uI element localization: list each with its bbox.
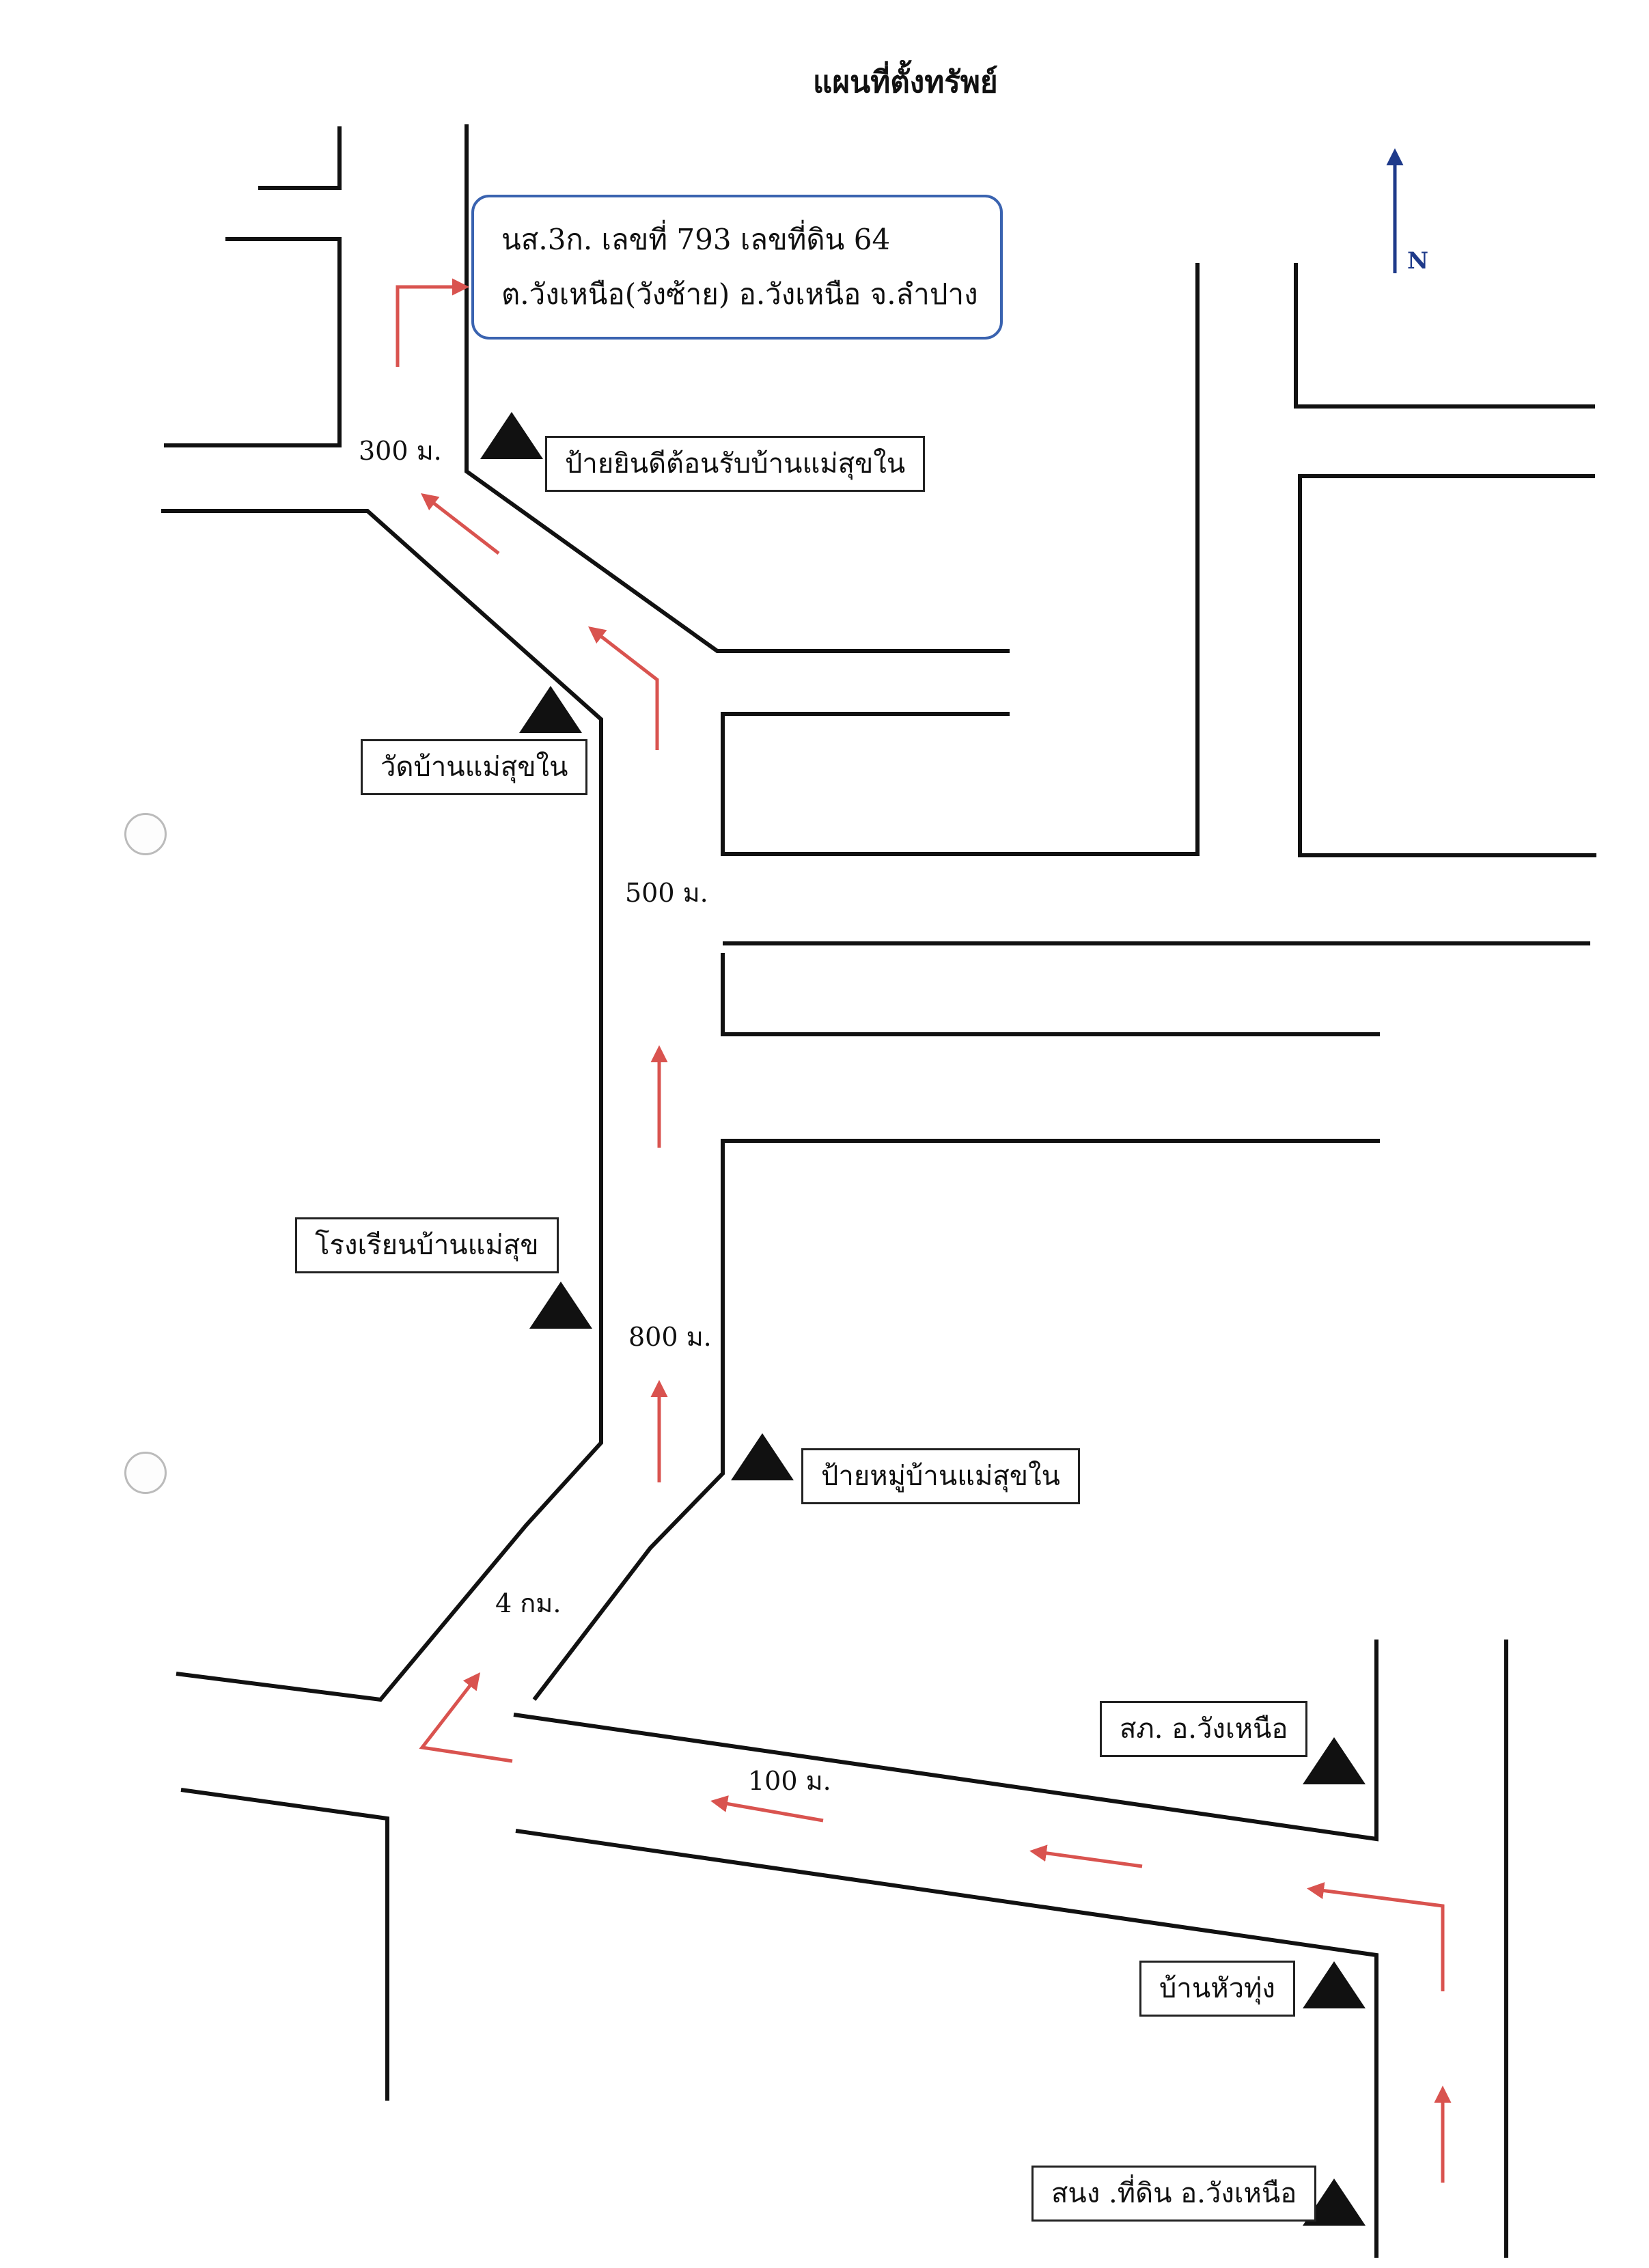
road-edge (515, 1829, 1378, 2258)
route-arrows (396, 278, 1452, 2183)
route-arrow (710, 1795, 824, 1823)
binder-hole (124, 813, 167, 855)
road-edge (532, 1139, 1380, 1701)
triangle-marker-icon (1303, 2179, 1366, 2226)
binder-hole (124, 1452, 167, 1494)
map-title: แผนที่ตั้งทรัพย์ (813, 65, 998, 100)
north-label: N (1407, 247, 1429, 275)
landmark-ban-hua-thung: บ้านหัวทุ่ง (1139, 1961, 1295, 2017)
distance-800m: 800 ม. (628, 1322, 712, 1352)
triangle-marker-icon (731, 1433, 794, 1480)
landmark-school: โรงเรียนบ้านแม่สุข (295, 1217, 559, 1273)
distance-100m: 100 ม. (748, 1766, 831, 1796)
road-edge (180, 1788, 389, 2101)
road-edge (513, 1640, 1378, 1842)
distance-4km: 4 กม. (495, 1588, 562, 1618)
landmark-temple: วัดบ้านแม่สุขใน (361, 739, 588, 795)
parcel-deed-number: นส.3ก. เลขที่ 793 เลขที่ดิน 64 (501, 223, 891, 256)
route-arrow (421, 493, 500, 555)
distance-300m: 300 ม. (359, 436, 442, 466)
road-edge (161, 509, 603, 1702)
road-edge (721, 953, 1380, 1036)
road-edge (258, 126, 342, 190)
landmark-police-station: สภ. อ.วังเหนือ (1100, 1701, 1308, 1757)
distance-500m: 500 ม. (625, 878, 708, 908)
road-edge (721, 263, 1200, 856)
route-arrow (396, 278, 469, 367)
triangle-marker-icon (529, 1282, 592, 1329)
triangle-marker-icon (519, 686, 582, 733)
route-arrow (1029, 1844, 1143, 1868)
parcel-info-box: นส.3ก. เลขที่ 793 เลขที่ดิน 64 ต.วังเหนื… (471, 195, 1003, 340)
road-network (161, 124, 1596, 2258)
triangle-marker-icon (1303, 1737, 1366, 1784)
route-arrow (588, 626, 659, 750)
route-arrow (419, 1672, 513, 1763)
landmark-village-sign: ป้ายหมู่บ้านแม่สุขใน (801, 1448, 1080, 1504)
road-edge (1298, 474, 1596, 857)
triangle-marker-icon (480, 412, 543, 459)
road-edge (1294, 263, 1595, 409)
triangle-marker-icon (1303, 1961, 1366, 2008)
landmark-land-office: สนง .ที่ดิน อ.วังเหนือ (1031, 2166, 1317, 2222)
route-arrow (1307, 1882, 1445, 1991)
road-edge (465, 124, 1010, 653)
landmark-welcome-sign: ป้ายยินดีต้อนรับบ้านแม่สุขใน (545, 436, 926, 492)
road-edge (164, 237, 342, 447)
landmark-markers (480, 412, 1366, 2226)
parcel-location: ต.วังเหนือ(วังซ้าย) อ.วังเหนือ จ.ลำปาง (501, 277, 978, 311)
